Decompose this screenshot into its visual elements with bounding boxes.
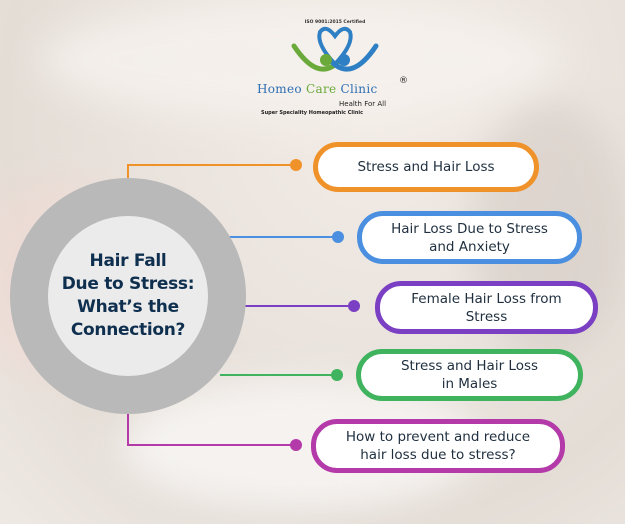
center-circle: Hair Fall Due to Stress: What’s the Conn…	[48, 216, 208, 376]
connector-dot-magenta	[290, 439, 302, 451]
topic-label: Stress and Hair Loss in Males	[400, 358, 539, 392]
topic-prevent-reduce[interactable]: How to prevent and reduce hair loss due …	[311, 419, 565, 473]
topic-hair-loss-males[interactable]: Stress and Hair Loss in Males	[356, 349, 583, 401]
topic-female-hair-loss[interactable]: Female Hair Loss from Stress	[375, 281, 598, 334]
brand-word-care: Care	[306, 82, 337, 96]
heart-people-icon	[291, 26, 379, 72]
topic-label: Female Hair Loss from Stress	[411, 290, 562, 325]
registered-mark: ®	[399, 76, 408, 86]
background-top	[40, 0, 560, 120]
topic-hair-loss-stress-anxiety[interactable]: Hair Loss Due to Stress and Anxiety	[357, 211, 582, 264]
center-title: Hair Fall Due to Stress: What’s the Conn…	[61, 251, 195, 340]
connector-magenta-vertical	[127, 408, 129, 446]
topic-stress-and-hair-loss[interactable]: Stress and Hair Loss	[313, 142, 539, 192]
brand-word-clinic: Clinic	[340, 82, 378, 96]
connector-dot-green	[331, 369, 343, 381]
connector-blue	[225, 236, 337, 238]
topic-label: How to prevent and reduce hair loss due …	[345, 429, 531, 463]
connector-purple	[240, 305, 352, 307]
clinic-logo: ISO 9001:2015 Certified Homeo Care Clini…	[255, 8, 415, 118]
connector-orange-vertical	[127, 165, 129, 181]
connector-dot-blue	[332, 231, 344, 243]
topic-label: Stress and Hair Loss	[357, 159, 495, 175]
connector-green	[220, 374, 336, 376]
connector-dot-purple	[348, 300, 360, 312]
topic-label: Hair Loss Due to Stress and Anxiety	[391, 220, 548, 255]
logo-tagline: Health For All	[339, 100, 387, 108]
logo-subtitle: Super Speciality Homeopathic Clinic	[261, 110, 364, 116]
iso-certification: ISO 9001:2015 Certified	[304, 20, 366, 25]
connector-magenta	[127, 444, 295, 446]
connector-dot-orange	[290, 159, 302, 171]
connector-orange	[127, 164, 295, 166]
brand-word-homeo: Homeo	[257, 82, 302, 96]
brand-name: Homeo Care Clinic	[257, 82, 377, 96]
